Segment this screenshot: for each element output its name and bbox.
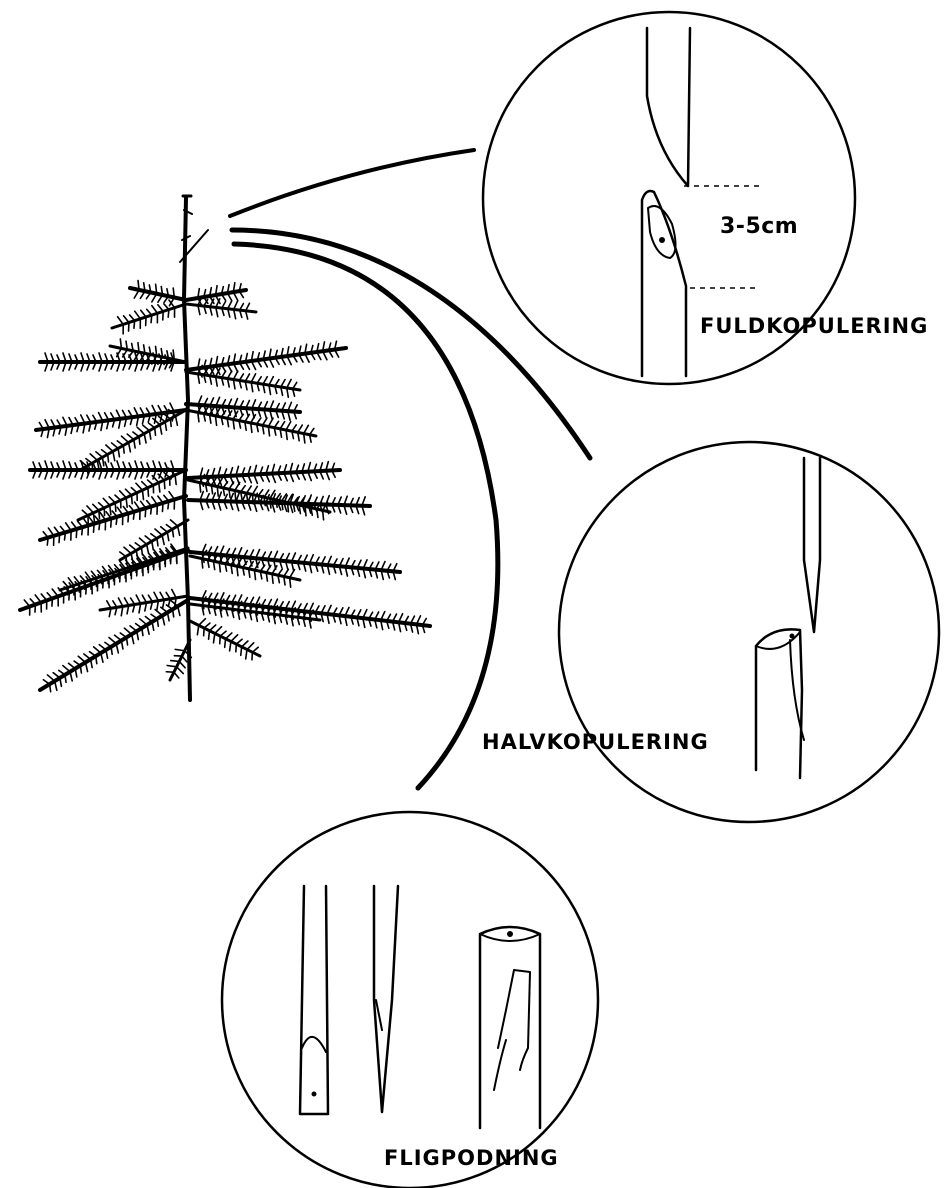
half-splice-detail — [559, 442, 939, 822]
tree-branches — [20, 281, 430, 692]
connector-to-flap-graft — [234, 244, 498, 788]
full-splice-label: FULDKOPULERING — [700, 314, 928, 338]
connector-to-full-splice — [230, 150, 474, 216]
connector-to-half-splice — [232, 230, 590, 458]
half-splice-label: HALVKOPULERING — [482, 730, 709, 754]
flap-graft-detail — [222, 812, 598, 1188]
measurement-label: 3-5cm — [720, 214, 798, 239]
flap-graft-label: FLIGPODNING — [384, 1146, 559, 1170]
spruce-tree-illustration — [20, 196, 430, 700]
